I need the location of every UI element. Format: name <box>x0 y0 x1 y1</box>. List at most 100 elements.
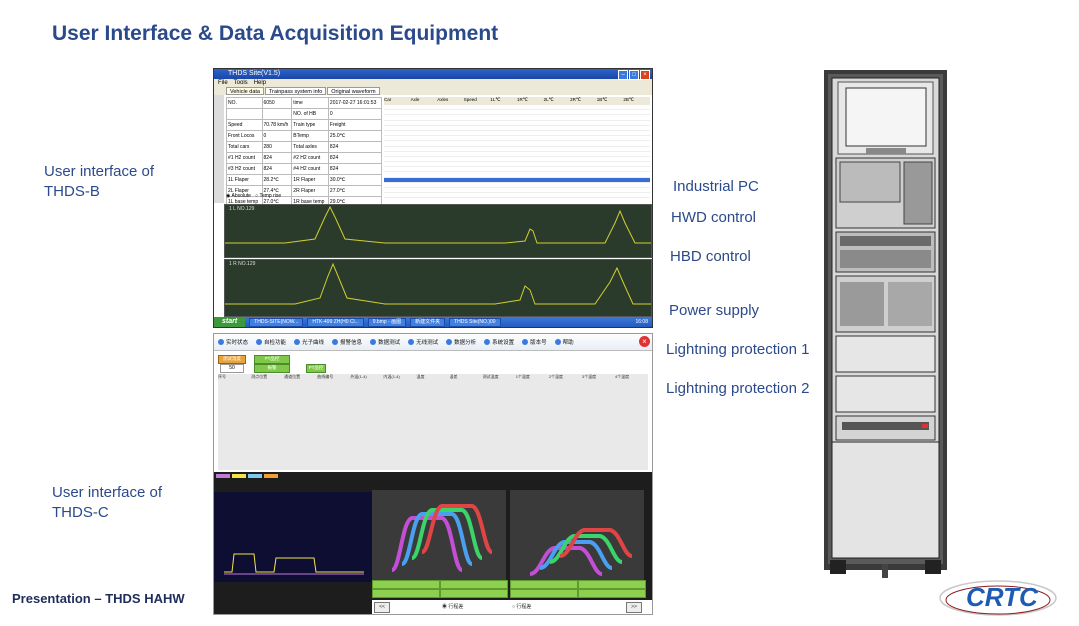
axle-table-row[interactable] <box>384 157 650 163</box>
radio-option-2[interactable]: ○ 行程差 <box>512 604 532 610</box>
pt-control-button-1[interactable]: PT品控 <box>254 355 290 364</box>
thdsc-channel-buttons <box>372 580 646 610</box>
toolbar-item-10[interactable]: 帮助 <box>554 338 574 346</box>
channel-button-7[interactable] <box>510 589 578 598</box>
tab-vehicle-data[interactable]: Vehicle data <box>226 87 264 95</box>
taskbar-item-3[interactable]: 9.bmp - 画图 <box>367 317 407 327</box>
channel-button-6[interactable] <box>440 589 508 598</box>
axle-table-row[interactable] <box>384 131 650 137</box>
toolbar-icon <box>408 339 415 345</box>
nav-prev-button[interactable]: << <box>374 602 390 613</box>
plot2-caption: 1 R NO.129 <box>229 261 256 267</box>
toolbar-item-2[interactable]: 自检功能 <box>256 338 286 346</box>
test-temp-button[interactable]: 测试温度 <box>218 355 246 364</box>
toolbar-icon <box>332 339 339 345</box>
tab-original-waveform[interactable]: Original waveform <box>327 87 380 95</box>
channel-button-3[interactable] <box>510 580 578 589</box>
toolbar-item-8[interactable]: 系统设置 <box>484 338 514 346</box>
axle-table-row[interactable] <box>384 152 650 157</box>
toolbar-item-5[interactable]: 数据测试 <box>370 338 400 346</box>
close-icon[interactable]: × <box>639 336 650 347</box>
axle-table-row[interactable] <box>384 183 650 188</box>
axle-table-row[interactable] <box>384 198 650 203</box>
axle-table-row[interactable] <box>384 110 650 116</box>
axle-table-row[interactable] <box>384 115 650 121</box>
toolbar-item-6[interactable]: 无线测试 <box>408 338 438 346</box>
close-icon[interactable]: × <box>640 70 650 80</box>
taskbar-item-2[interactable]: HTK-499 ZH(H0 Cl... <box>307 317 364 327</box>
axle-table-row[interactable] <box>384 121 650 126</box>
axle-table-row[interactable] <box>384 141 650 147</box>
start-button[interactable]: start <box>214 317 246 327</box>
info-cell: Front Locos <box>226 130 263 142</box>
grid-header: 测点位置 <box>251 374 268 379</box>
menu-tools[interactable]: Tools <box>233 80 248 86</box>
nav-next-button[interactable]: >> <box>626 602 642 613</box>
tab-trainpass-info[interactable]: Trainpass system info <box>264 87 327 95</box>
axle-table-header: Car <box>384 97 392 102</box>
menu-file[interactable]: File <box>218 80 228 86</box>
grid-header: 温差 <box>449 374 458 379</box>
axle-table-row[interactable] <box>384 147 650 152</box>
thdsb-side-panel <box>214 95 224 203</box>
taskbar-item-5[interactable]: THDS Site(NO.)00 <box>449 317 501 327</box>
axle-table-row[interactable] <box>384 167 650 173</box>
grid-header: 1个温度 <box>515 374 530 379</box>
toolbar-label: 报警信息 <box>340 340 363 346</box>
info-cell: 2017-02-27 16:01:53 <box>327 97 383 109</box>
toolbar-item-4[interactable]: 报警信息 <box>332 338 362 346</box>
series-swatch-2 <box>232 474 246 478</box>
axle-table-header: 1B℃ <box>596 97 608 102</box>
channel-button-4[interactable] <box>578 580 646 589</box>
radio-absolute[interactable]: ◉ Absolute <box>226 193 251 199</box>
radio-option-1[interactable]: ◉ 行程差 <box>442 604 464 610</box>
taskbar-item-4[interactable]: 新建文件夹 <box>410 317 446 327</box>
axle-table-header: 2L℃ <box>543 97 554 102</box>
toolbar-label: 帮助 <box>562 340 574 346</box>
info-cell: 25.0℃ <box>327 130 383 142</box>
axle-table-row[interactable] <box>384 172 650 178</box>
thdsb-menubar: File Tools Help <box>214 79 652 87</box>
maximize-icon[interactable]: □ <box>629 70 639 80</box>
axle-table-row[interactable] <box>384 105 650 111</box>
toolbar-item-3[interactable]: 光子曲线 <box>294 338 324 346</box>
waveform-1 <box>225 205 651 244</box>
toolbar-item-9[interactable]: 版本号 <box>522 338 547 346</box>
axle-table-row[interactable] <box>384 162 650 168</box>
axle-table-row[interactable] <box>384 177 650 183</box>
waveform-2 <box>225 262 651 305</box>
radio-temp-rise[interactable]: ○ Temp rise <box>255 193 282 199</box>
label-industrial-pc: Industrial PC <box>673 178 759 195</box>
toolbar-item-1[interactable]: 实时状态 <box>218 338 248 346</box>
axle-table-header: 1L℃ <box>490 97 501 102</box>
channel-button-8[interactable] <box>578 589 646 598</box>
toolbar-label: 数据分析 <box>454 340 477 346</box>
channel-button-2[interactable] <box>440 580 508 589</box>
axle-table-header: Axle <box>410 97 420 102</box>
test-temp-input[interactable]: 50 <box>220 364 244 373</box>
menu-help[interactable]: Help <box>253 80 267 86</box>
axle-table-row[interactable] <box>384 126 650 131</box>
alarm-button[interactable]: 报警 <box>254 364 290 373</box>
taskbar-item-1[interactable]: THDS-SITE(NOW... <box>249 317 304 327</box>
toolbar-icon <box>370 339 377 345</box>
minimize-icon[interactable]: – <box>618 70 628 80</box>
logo-text: CRTC <box>966 582 1038 612</box>
axle-table-row[interactable] <box>384 136 650 142</box>
axle-table-row[interactable] <box>384 188 650 194</box>
info-cell: Speed <box>226 119 263 131</box>
channel-button-1[interactable] <box>372 580 440 589</box>
label-lightning-protection-2: Lightning protection 2 <box>666 380 810 397</box>
thdsc-surface-chart-2 <box>510 490 644 582</box>
pt-control-button-2[interactable]: PT品控 <box>306 364 326 373</box>
series-swatch-1 <box>216 474 230 478</box>
channel-button-5[interactable] <box>372 589 440 598</box>
toolbar-label: 数据测试 <box>378 340 401 346</box>
axle-table-row[interactable] <box>384 193 650 199</box>
toolbar-label: 无线测试 <box>416 340 439 346</box>
plot1-caption: 1 L NO.129 <box>229 206 255 212</box>
toolbar-item-7[interactable]: 数据分析 <box>446 338 476 346</box>
